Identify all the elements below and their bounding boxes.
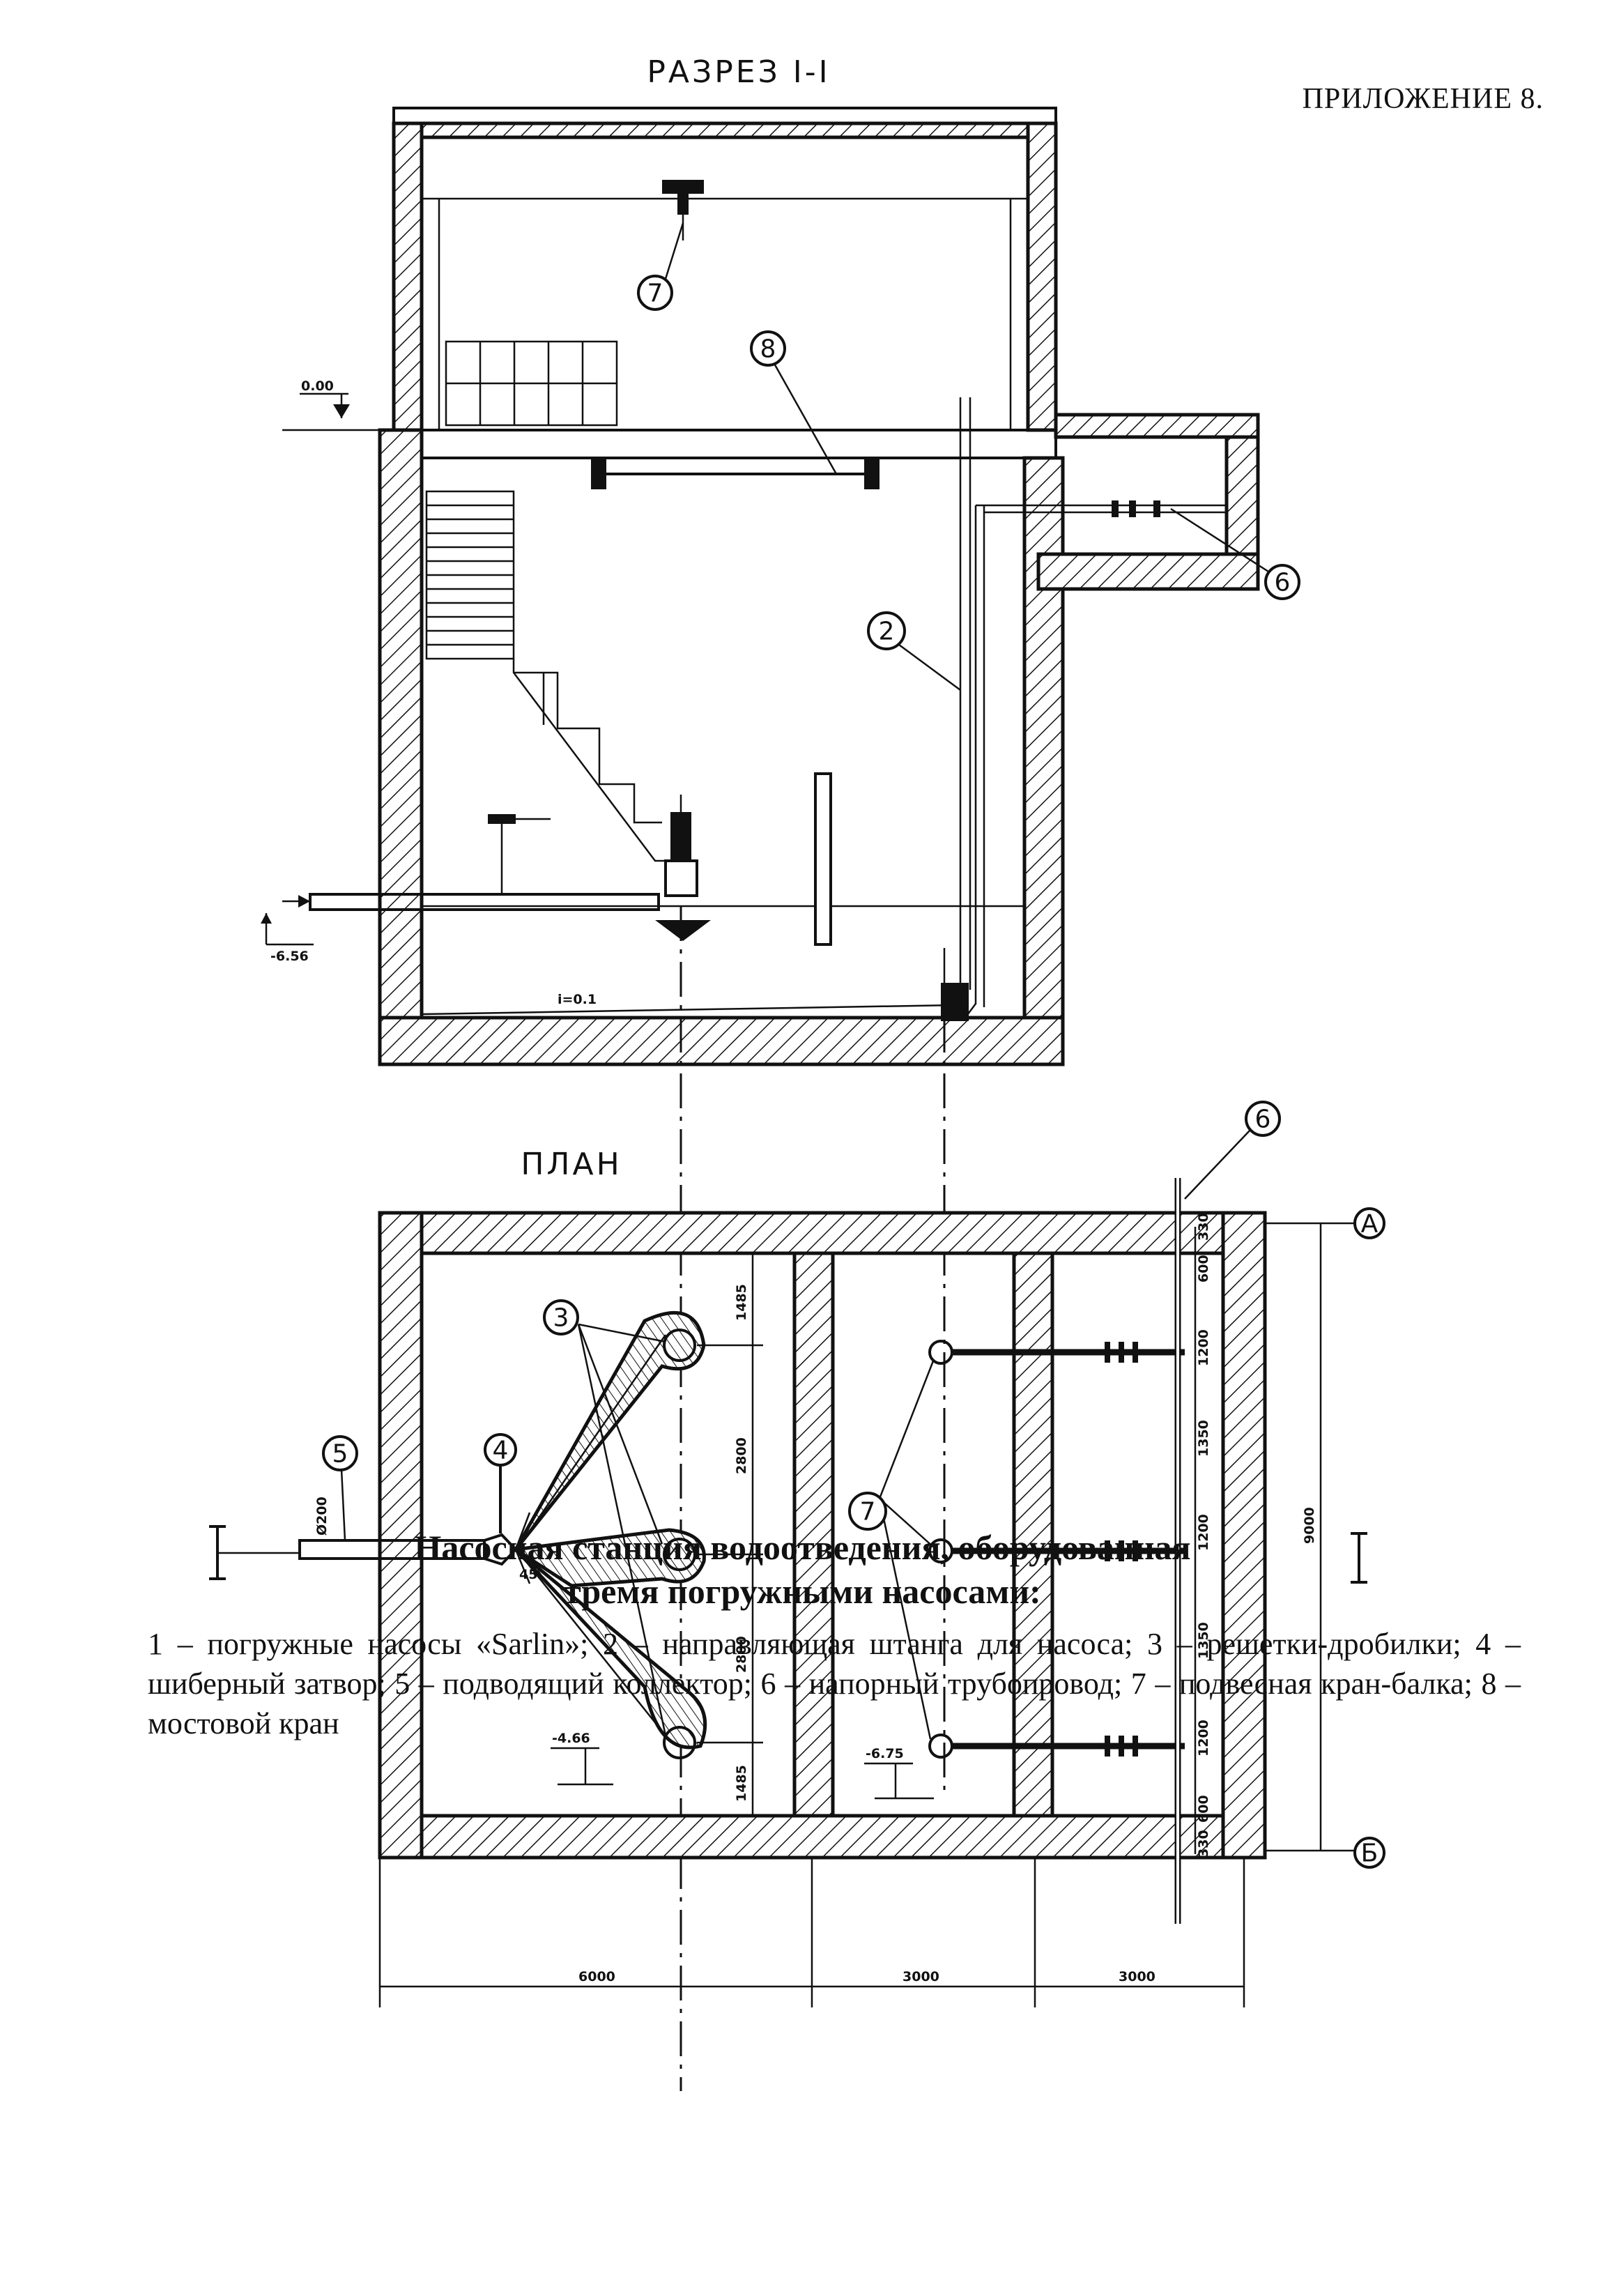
callout-7-plan: 7	[848, 1359, 935, 1740]
plan-wall-top	[378, 1211, 1267, 1255]
legend: 1 – погружные насосы «Sarlin»; 2 – напра…	[148, 1627, 1521, 1740]
inlet-collector: Ø200	[298, 1497, 518, 1566]
inlet-pipe-section	[261, 814, 660, 946]
callout-3: 3	[543, 1299, 667, 1736]
chamber-top	[1054, 413, 1260, 439]
dim-pump-3: 2800	[734, 1636, 749, 1673]
callout-2: 2	[867, 611, 961, 691]
inlet-diameter: Ø200	[314, 1497, 330, 1536]
appendix-label: ПРИЛОЖЕНИЕ 8.	[1302, 83, 1544, 115]
callout-6-section: 6	[1170, 507, 1300, 600]
bottom-slab	[378, 1016, 1065, 1066]
svg-text:5: 5	[332, 1440, 348, 1469]
gate-valve-section	[655, 795, 711, 941]
svg-text:1200: 1200	[1196, 1329, 1211, 1366]
svg-text:6: 6	[1275, 569, 1291, 597]
grinder-grate-middle	[510, 1528, 706, 1588]
dim-3000-b: 3000	[1119, 1969, 1155, 1984]
pump-with-guide-rail	[941, 397, 1227, 1021]
plan-partition-2	[1012, 1251, 1054, 1818]
svg-text:8: 8	[760, 335, 776, 364]
roof-slab	[392, 107, 1057, 125]
svg-text:2: 2	[879, 618, 895, 646]
pump-spacing-dims: 1485 2800 2800 1485	[697, 1253, 763, 1816]
svg-text:1350: 1350	[1196, 1420, 1211, 1457]
section-mark-right	[1351, 1532, 1367, 1584]
collector-dims: 330 600 1200 1350 1200 1350 1200 600 330	[1196, 1213, 1211, 1858]
dim-pump-2: 2800	[734, 1437, 749, 1474]
height-dimension: 9000	[1265, 1222, 1359, 1852]
plan-partition-1	[792, 1251, 835, 1818]
dim-pump-1: 1485	[734, 1284, 749, 1321]
svg-text:330: 330	[1196, 1213, 1211, 1241]
svg-text:600: 600	[1196, 1255, 1211, 1283]
submersible-pumps	[928, 1340, 1185, 1759]
dim-3000-a: 3000	[903, 1969, 939, 1984]
dim-pump-4: 1485	[734, 1765, 749, 1802]
window-panels	[445, 340, 618, 427]
axis-b-marker: Б	[1353, 1837, 1385, 1869]
plan-wall-left	[378, 1211, 424, 1860]
elevation-plan-right: -6.75	[864, 1746, 934, 1800]
section-mark-left	[209, 1525, 300, 1580]
svg-text:Б: Б	[1361, 1839, 1379, 1868]
upper-wall-right	[1026, 121, 1058, 432]
svg-text:330: 330	[1196, 1830, 1211, 1858]
crane-runway-slab	[392, 429, 1057, 459]
svg-text:-6.75: -6.75	[866, 1746, 904, 1761]
svg-text:1200: 1200	[1196, 1514, 1211, 1551]
callout-7-section: 7	[637, 222, 684, 311]
svg-text:7: 7	[860, 1498, 876, 1526]
callout-5: 5	[322, 1435, 358, 1541]
roof-beam	[420, 121, 1030, 139]
svg-text:1200: 1200	[1196, 1720, 1211, 1757]
callout-6-plan: 6	[1184, 1101, 1281, 1200]
plan-wall-right	[1221, 1211, 1267, 1860]
svg-text:А: А	[1361, 1210, 1379, 1239]
callout-8: 8	[750, 330, 838, 475]
dim-6000: 6000	[578, 1969, 615, 1984]
axis-a-marker: А	[1353, 1207, 1385, 1239]
elevation-plan-left: -4.66	[551, 1731, 613, 1786]
chamber-bottom	[1036, 552, 1260, 591]
elevation-ground: 0.00	[301, 378, 334, 394]
svg-text:3: 3	[553, 1304, 569, 1333]
pressure-collector	[1174, 1178, 1197, 1924]
section-view: 0.00	[261, 107, 1260, 2091]
stairs	[425, 490, 666, 862]
partition-wall	[814, 772, 832, 946]
svg-text:7: 7	[647, 280, 663, 308]
section-title: РАЗРЕЗ I-I	[647, 54, 830, 90]
svg-text:9000: 9000	[1302, 1507, 1317, 1544]
upper-wall-left	[392, 121, 424, 432]
svg-text:600: 600	[1196, 1795, 1211, 1823]
plan-title: ПЛАН	[521, 1147, 622, 1182]
grinder-grate-top	[514, 1310, 706, 1551]
caption-line-2: тремя погружными насосами:	[564, 1572, 1041, 1611]
svg-text:1350: 1350	[1196, 1622, 1211, 1659]
svg-text:-4.66: -4.66	[552, 1731, 590, 1746]
wall-right	[1022, 456, 1065, 1066]
floor-slope: i=0.1	[558, 992, 597, 1007]
elevation-inlet: -6.56	[270, 949, 309, 964]
svg-text:4: 4	[493, 1437, 509, 1465]
suspended-crane-beam	[662, 180, 704, 240]
svg-text:6: 6	[1255, 1105, 1271, 1134]
callout-4: 4	[484, 1433, 517, 1467]
caption-line-1: Насосная станция водоотведения, оборудов…	[414, 1528, 1191, 1567]
wall-left	[378, 428, 424, 1066]
plan-wall-bottom	[378, 1814, 1267, 1860]
bottom-dimensions: 6000 3000 3000	[378, 1858, 1245, 2007]
